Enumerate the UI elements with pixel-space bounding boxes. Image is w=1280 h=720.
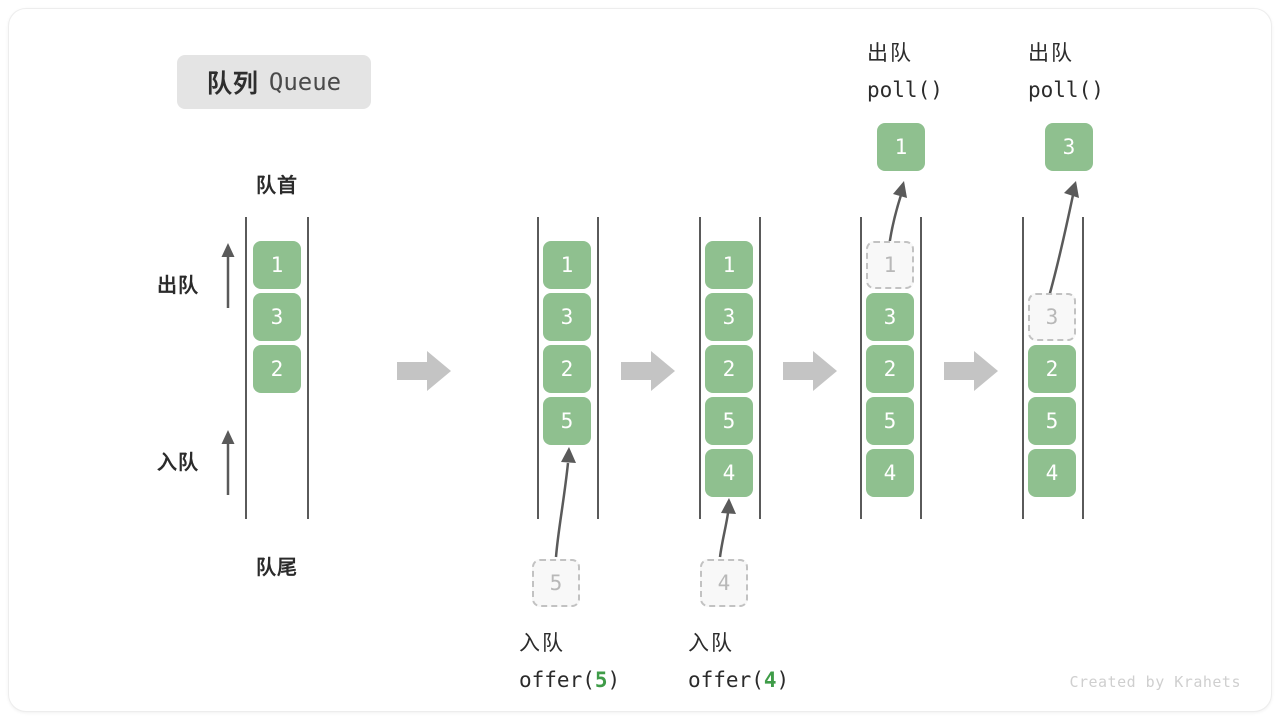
flow-arrow-icon xyxy=(397,351,451,391)
queue-item: 3 xyxy=(866,293,914,341)
enqueue-direction-arrow-icon xyxy=(221,430,235,495)
stage-caption-fn-suffix: ) xyxy=(607,668,621,692)
stage-caption: 入队 offer(5) xyxy=(519,626,620,699)
queue-rail-right xyxy=(597,217,599,519)
queue-rail-right xyxy=(759,217,761,519)
queue-rail-left xyxy=(699,217,701,519)
queue-rail-left xyxy=(860,217,862,519)
queue-item: 5 xyxy=(866,397,914,445)
stage-caption-fn-suffix: ) xyxy=(776,668,790,692)
stage-caption-fn-prefix: offer( xyxy=(519,668,595,692)
queue-item-new: 5 xyxy=(543,397,591,445)
stage-caption-fn-prefix: poll() xyxy=(1028,78,1104,102)
queue-rail-right xyxy=(1082,217,1084,519)
title-cn: 队列 xyxy=(206,70,259,98)
enqueue-motion-arrow-icon xyxy=(718,498,736,558)
stage-caption: 出队 poll() xyxy=(1028,36,1104,109)
queue-item: 5 xyxy=(705,397,753,445)
stage-caption-cn: 入队 xyxy=(519,632,565,655)
polled-item: 3 xyxy=(1045,123,1093,171)
queue-rail-left xyxy=(537,217,539,519)
diagram-card: 队列 Queue 队首 队尾 出队 入队 1 3 2 1 3 2 5 5 入队 … xyxy=(8,8,1272,712)
queue-item: 3 xyxy=(253,293,301,341)
queue-rail-left xyxy=(245,217,247,519)
dequeue-direction-arrow-icon xyxy=(221,243,235,308)
stage-caption-fn-prefix: poll() xyxy=(867,78,943,102)
queue-rear-label: 队尾 xyxy=(256,557,298,579)
queue-item: 2 xyxy=(866,345,914,393)
queue-ghost-item: 1 xyxy=(866,241,914,289)
queue-item: 3 xyxy=(705,293,753,341)
queue-rail-right xyxy=(307,217,309,519)
stage-caption-fn-prefix: offer( xyxy=(688,668,764,692)
queue-item: 2 xyxy=(1028,345,1076,393)
stage-caption-fn-value: 4 xyxy=(763,668,777,692)
queue-item-new: 4 xyxy=(705,449,753,497)
dequeue-motion-arrow-icon xyxy=(1044,181,1079,308)
watermark-credit: Created by Krahets xyxy=(1069,673,1241,691)
queue-item: 1 xyxy=(543,241,591,289)
title-en: Queue xyxy=(268,68,342,96)
queue-front-label: 队首 xyxy=(256,175,298,197)
queue-rail-left xyxy=(1022,217,1024,519)
dequeue-direction-label: 出队 xyxy=(157,275,199,297)
flow-arrow-icon xyxy=(621,351,675,391)
stage-caption-cn: 出队 xyxy=(1028,42,1074,65)
queue-item: 4 xyxy=(1028,449,1076,497)
queue-ghost-item: 3 xyxy=(1028,293,1076,341)
queue-item: 1 xyxy=(253,241,301,289)
queue-item: 2 xyxy=(253,345,301,393)
stage-caption-fn-value: 5 xyxy=(594,668,608,692)
flow-arrow-icon xyxy=(944,351,998,391)
flow-arrow-icon xyxy=(783,351,837,391)
enqueue-motion-arrow-icon xyxy=(554,447,576,558)
stage-caption: 出队 poll() xyxy=(867,36,943,109)
diagram-title-badge: 队列 Queue xyxy=(177,55,371,109)
queue-item: 1 xyxy=(705,241,753,289)
queue-ghost-item: 5 xyxy=(532,559,580,607)
queue-rail-right xyxy=(920,217,922,519)
stage-caption: 入队 offer(4) xyxy=(688,626,789,699)
polled-item: 1 xyxy=(877,123,925,171)
queue-item: 2 xyxy=(705,345,753,393)
queue-item: 5 xyxy=(1028,397,1076,445)
stage-caption-cn: 入队 xyxy=(688,632,734,655)
queue-ghost-item: 4 xyxy=(700,559,748,607)
enqueue-direction-label: 入队 xyxy=(157,452,199,474)
stage-caption-cn: 出队 xyxy=(867,42,913,65)
queue-item: 3 xyxy=(543,293,591,341)
queue-item: 2 xyxy=(543,345,591,393)
queue-item: 4 xyxy=(866,449,914,497)
